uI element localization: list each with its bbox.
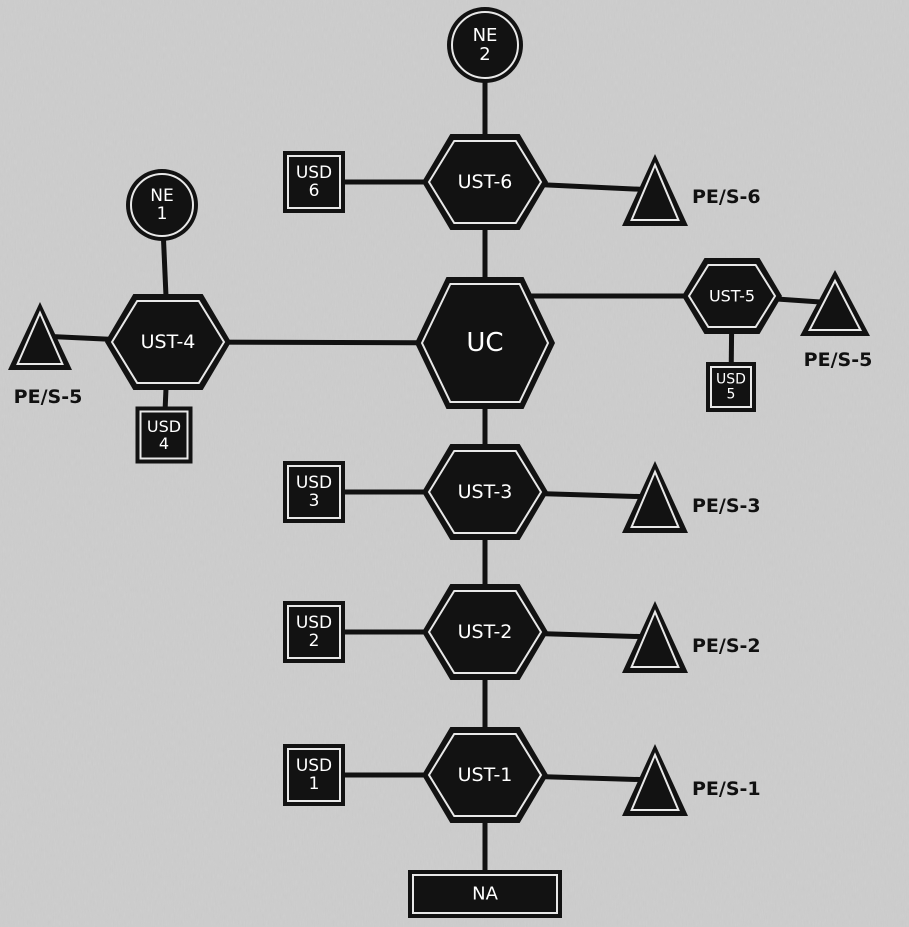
triangle-inner-outline <box>630 162 680 221</box>
square-shape <box>283 601 345 663</box>
triangle-inner-outline <box>16 310 64 365</box>
hexagon-inner-outline <box>427 733 543 817</box>
nodes: UCUST-6UST-5UST-4UST-3UST-2UST-1NE2NE1US… <box>8 7 872 918</box>
na-label-line-0: NA <box>472 884 498 905</box>
ne1-label-line-1: 1 <box>157 204 168 224</box>
usd4-label-line-0: USD <box>147 417 181 436</box>
usd2-label-line-1: 2 <box>309 631 320 651</box>
triangle-shape <box>622 744 688 816</box>
hexagon-inner-outline <box>687 264 777 328</box>
rect-inner-outline <box>412 874 558 914</box>
node-pes3[interactable]: PE/S-3 <box>622 461 761 533</box>
ne2-label-line-0: NE <box>473 25 498 46</box>
node-ust2[interactable]: UST-2 <box>422 584 548 680</box>
hexagon-shape <box>682 258 782 334</box>
node-ust5[interactable]: UST-5 <box>682 258 782 334</box>
node-pes5l[interactable]: PE/S-5 <box>8 302 82 408</box>
triangle-shape <box>800 270 870 336</box>
node-pes2[interactable]: PE/S-2 <box>622 601 761 673</box>
hexagon-shape <box>422 444 548 540</box>
triangle-shape <box>622 461 688 533</box>
square-shape <box>283 744 345 806</box>
square-shape <box>706 362 756 412</box>
usd3-label-line-0: USD <box>296 473 332 493</box>
square-inner-outline <box>139 410 189 460</box>
pes5r-label: PE/S-5 <box>804 349 873 371</box>
pes1-label: PE/S-1 <box>692 778 761 800</box>
rect-shape <box>408 870 562 918</box>
circle-shape <box>126 169 198 241</box>
usd4-label-line-1: 4 <box>159 434 169 453</box>
circle-inner-outline <box>130 173 194 237</box>
square-inner-outline <box>710 366 752 408</box>
node-ne2[interactable]: NE2 <box>447 7 523 83</box>
pes6-label: PE/S-6 <box>692 186 761 208</box>
hexagon-inner-outline <box>110 300 226 384</box>
square-shape <box>283 151 345 213</box>
node-pes5r[interactable]: PE/S-5 <box>800 270 872 371</box>
node-ust3[interactable]: UST-3 <box>422 444 548 540</box>
node-pes6[interactable]: PE/S-6 <box>622 154 761 226</box>
ne1-label-line-0: NE <box>150 186 173 206</box>
triangle-inner-outline <box>630 752 680 811</box>
hexagon-inner-outline <box>427 140 543 224</box>
square-shape <box>283 461 345 523</box>
node-ust6[interactable]: UST-6 <box>422 134 548 230</box>
triangle-inner-outline <box>807 278 863 331</box>
ust4-label-line-0: UST-4 <box>141 331 196 353</box>
triangle-shape <box>622 154 688 226</box>
circle-shape <box>447 7 523 83</box>
node-uc[interactable]: UC <box>415 277 555 409</box>
hexagon-shape <box>422 727 548 823</box>
hexagon-inner-outline <box>427 450 543 534</box>
node-ust4[interactable]: UST-4 <box>105 294 231 390</box>
usd3-label-line-1: 3 <box>309 491 320 511</box>
ust2-label-line-0: UST-2 <box>458 621 513 643</box>
circle-inner-outline <box>451 11 519 79</box>
usd6-label-line-0: USD <box>296 163 332 183</box>
triangle-shape <box>622 601 688 673</box>
node-ust1[interactable]: UST-1 <box>422 727 548 823</box>
triangle-inner-outline <box>630 609 680 668</box>
ust6-label-line-0: UST-6 <box>458 171 513 193</box>
usd5-label-line-0: USD <box>716 372 746 388</box>
triangle-inner-outline <box>630 469 680 528</box>
ust5-label-line-0: UST-5 <box>709 287 755 306</box>
hexagon-inner-outline <box>427 590 543 674</box>
usd5-label-line-1: 5 <box>727 386 736 402</box>
triangle-shape <box>8 302 72 370</box>
square-inner-outline <box>287 465 341 519</box>
ust3-label-line-0: UST-3 <box>458 481 513 503</box>
hexagon-shape <box>422 584 548 680</box>
usd6-label-line-1: 6 <box>309 181 320 201</box>
hexagon-shape <box>422 134 548 230</box>
pes2-label: PE/S-2 <box>692 635 761 657</box>
ne2-label-line-1: 2 <box>479 44 490 65</box>
ust1-label-line-0: UST-1 <box>458 764 513 786</box>
square-inner-outline <box>287 748 341 802</box>
usd2-label-line-0: USD <box>296 613 332 633</box>
square-shape <box>135 406 193 464</box>
usd1-label-line-0: USD <box>296 756 332 776</box>
pes5l-label: PE/S-5 <box>14 386 83 408</box>
uc-label-line-0: UC <box>466 328 503 358</box>
hexagon-shape <box>415 277 555 409</box>
hexagon-shape <box>105 294 231 390</box>
hexagon-inner-outline <box>420 283 550 403</box>
square-inner-outline <box>287 605 341 659</box>
square-inner-outline <box>287 155 341 209</box>
node-ne1[interactable]: NE1 <box>126 169 198 241</box>
pes3-label: PE/S-3 <box>692 495 761 517</box>
node-pes1[interactable]: PE/S-1 <box>622 744 761 816</box>
node-na[interactable]: NA <box>408 870 562 918</box>
usd1-label-line-1: 1 <box>309 774 320 794</box>
